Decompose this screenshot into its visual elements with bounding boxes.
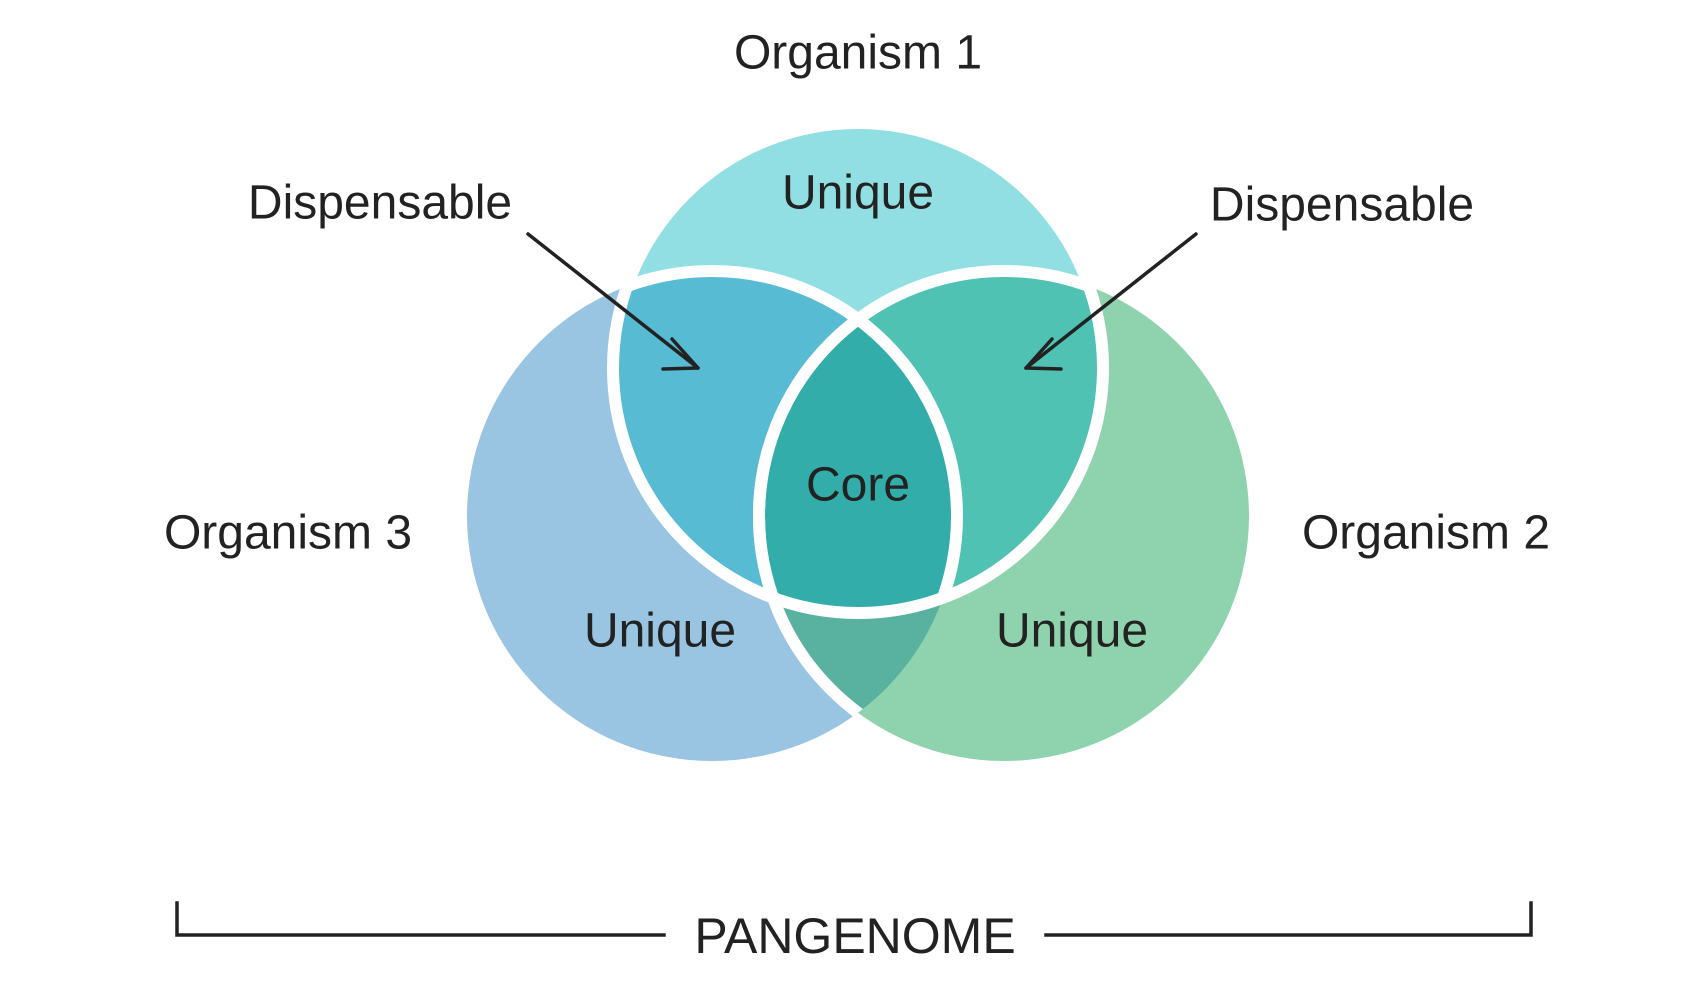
unique-label-organism-2: Unique bbox=[996, 605, 1148, 658]
dispensable-label-left: Dispensable bbox=[248, 177, 512, 230]
organism-3-label: Organism 3 bbox=[164, 507, 412, 560]
organism-1-label: Organism 1 bbox=[734, 27, 982, 80]
organism-2-label: Organism 2 bbox=[1302, 507, 1550, 560]
dispensable-label-right: Dispensable bbox=[1210, 179, 1474, 232]
outline-organism-2-inside-3 bbox=[753, 271, 957, 761]
unique-label-organism-1: Unique bbox=[782, 167, 934, 220]
dispensable-arrow-left bbox=[526, 232, 700, 371]
outline-organism-3-inside-1 bbox=[613, 265, 963, 613]
unique-label-organism-3: Unique bbox=[584, 605, 736, 658]
core-label: Core bbox=[806, 459, 910, 512]
dispensable-arrow-right bbox=[1024, 232, 1198, 371]
pangenome-label: PANGENOME bbox=[694, 908, 1015, 964]
outline-organism-1 bbox=[607, 117, 1109, 619]
pangenome-bracket bbox=[175, 901, 1533, 937]
core-region bbox=[759, 271, 957, 613]
